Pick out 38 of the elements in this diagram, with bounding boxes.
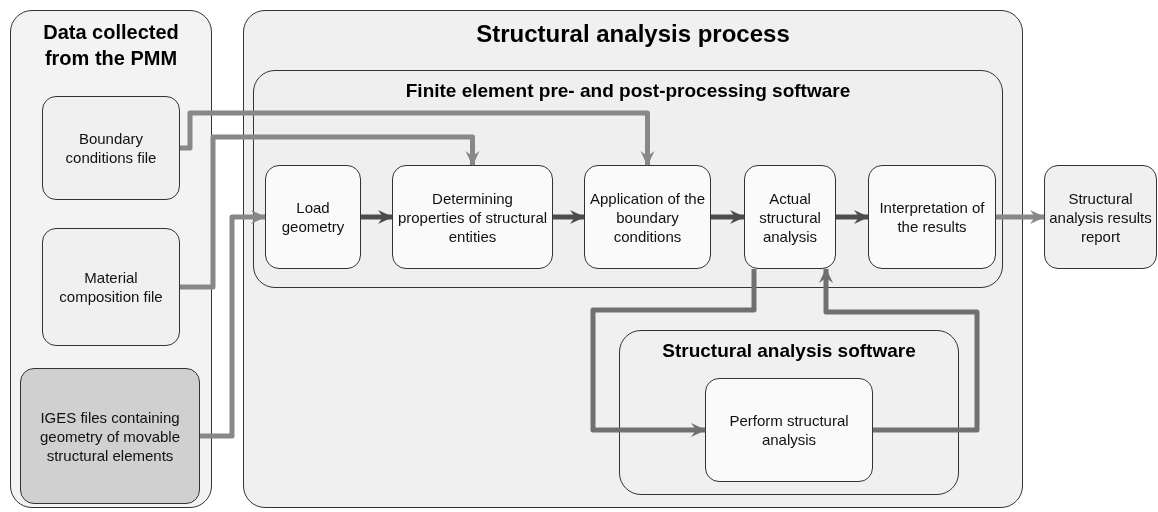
box-label: Perform structural analysis [728,411,850,449]
arrow [200,210,266,439]
box-label: Application of the boundary conditions [589,188,706,246]
process-box [584,165,711,269]
box-label: Material composition file [58,268,164,306]
box-label: Interpretation of the results [878,198,986,236]
report-box [1044,165,1157,269]
box-label: Boundary conditions file [64,129,158,167]
arrow [590,269,757,437]
process-box [744,165,836,269]
box-label: Actual structural analysis [758,188,822,246]
software-panel [619,330,959,495]
arrow [711,210,745,224]
arrow [180,110,655,166]
process-box [705,378,873,482]
box-label: Load geometry [280,198,346,236]
process-box [265,165,361,269]
file-box [20,368,200,504]
process-box [868,165,996,269]
arrow [180,134,480,290]
group-title: Structural analysis process [475,19,791,49]
box-label: Determining properties of structural entities [397,188,548,246]
process-panel [243,10,1023,508]
arrow [819,268,980,433]
process-box [392,165,553,269]
arrow [996,210,1045,224]
arrow [836,210,869,224]
source-data-panel [10,10,212,508]
arrow [361,210,393,224]
software-panel [253,70,1003,288]
arrow [553,210,585,224]
box-label: Structural analysis results report [1049,188,1152,246]
box-label: IGES files containing geometry of movable structural elements [38,407,182,465]
file-box [42,228,180,346]
group-title: Finite element pre- and post-processing software [404,79,852,103]
file-box [42,96,180,200]
group-title: Structural analysis software [661,339,917,363]
group-title: Data collected from the PMM [42,20,180,71]
